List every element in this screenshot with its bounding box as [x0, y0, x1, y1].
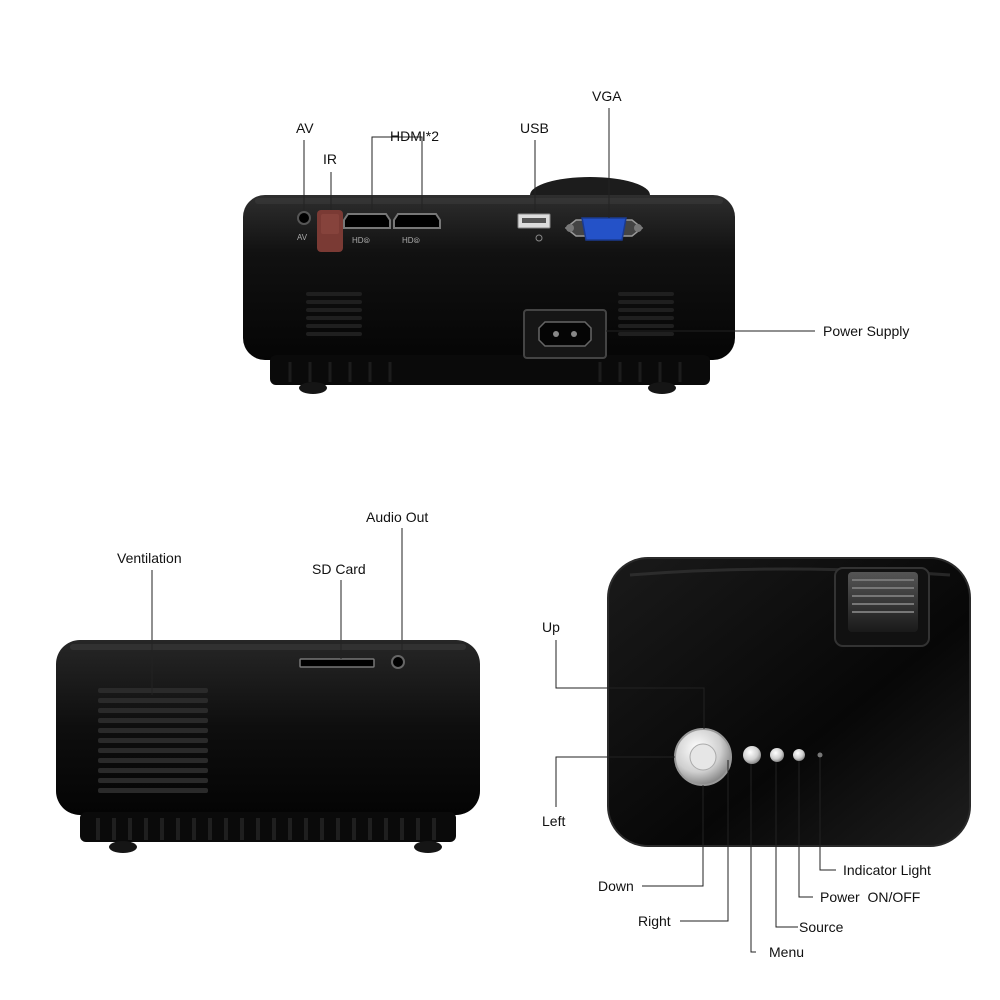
- hdmi-port-mark-2: HD⦾: [402, 236, 421, 245]
- sd-card-slot: [299, 658, 375, 668]
- hdmi-port-2: [393, 213, 441, 229]
- av-jack: [297, 211, 311, 225]
- power-button: [793, 749, 805, 761]
- side-base: [80, 812, 456, 842]
- side-vent-grille: [98, 688, 208, 793]
- left-label: Left: [542, 813, 566, 829]
- source-label: Source: [799, 919, 844, 935]
- down-label: Down: [598, 878, 634, 894]
- menu-button: [743, 746, 761, 764]
- rear-vent-left: [306, 292, 362, 336]
- side-view: [56, 640, 480, 853]
- rear-base-fins: [288, 362, 682, 382]
- up-label: Up: [542, 619, 560, 635]
- audio-out-label: Audio Out: [366, 509, 429, 525]
- top-view: [607, 557, 971, 847]
- power-supply-label: Power Supply: [823, 323, 910, 339]
- menu-label: Menu: [769, 944, 805, 960]
- audio-out-jack: [391, 655, 405, 669]
- indicator-light-label: Indicator Light: [843, 862, 931, 878]
- side-base-fins: [96, 818, 436, 840]
- ir-label: IR: [323, 151, 337, 167]
- rear-foot-right: [648, 382, 676, 394]
- vga-port: [581, 217, 627, 241]
- av-port-mark: AV: [297, 233, 308, 242]
- indicator-light: [817, 752, 823, 758]
- focus-ring: [852, 579, 914, 613]
- hdmi-port-1: [343, 213, 391, 229]
- side-foot-right: [414, 841, 442, 853]
- usb-label: USB: [520, 120, 549, 136]
- source-button: [770, 748, 784, 762]
- av-label: AV: [296, 120, 314, 136]
- rear-base: [270, 355, 710, 385]
- right-label: Right: [638, 913, 671, 929]
- vga-label: VGA: [592, 88, 622, 104]
- rear-view: AV HD⦾ HD⦾: [243, 177, 735, 394]
- hdmi-port-mark-1: HD⦾: [352, 236, 371, 245]
- callout-lines: [151, 108, 836, 953]
- power-on-off-label: Power ON/OFF: [820, 889, 921, 905]
- side-foot-left: [109, 841, 137, 853]
- ventilation-label: Ventilation: [117, 550, 182, 566]
- sd-card-label: SD Card: [312, 561, 366, 577]
- rear-vent-right: [618, 292, 674, 336]
- rear-foot-left: [299, 382, 327, 394]
- hdmi-label: HDMI*2: [390, 128, 440, 144]
